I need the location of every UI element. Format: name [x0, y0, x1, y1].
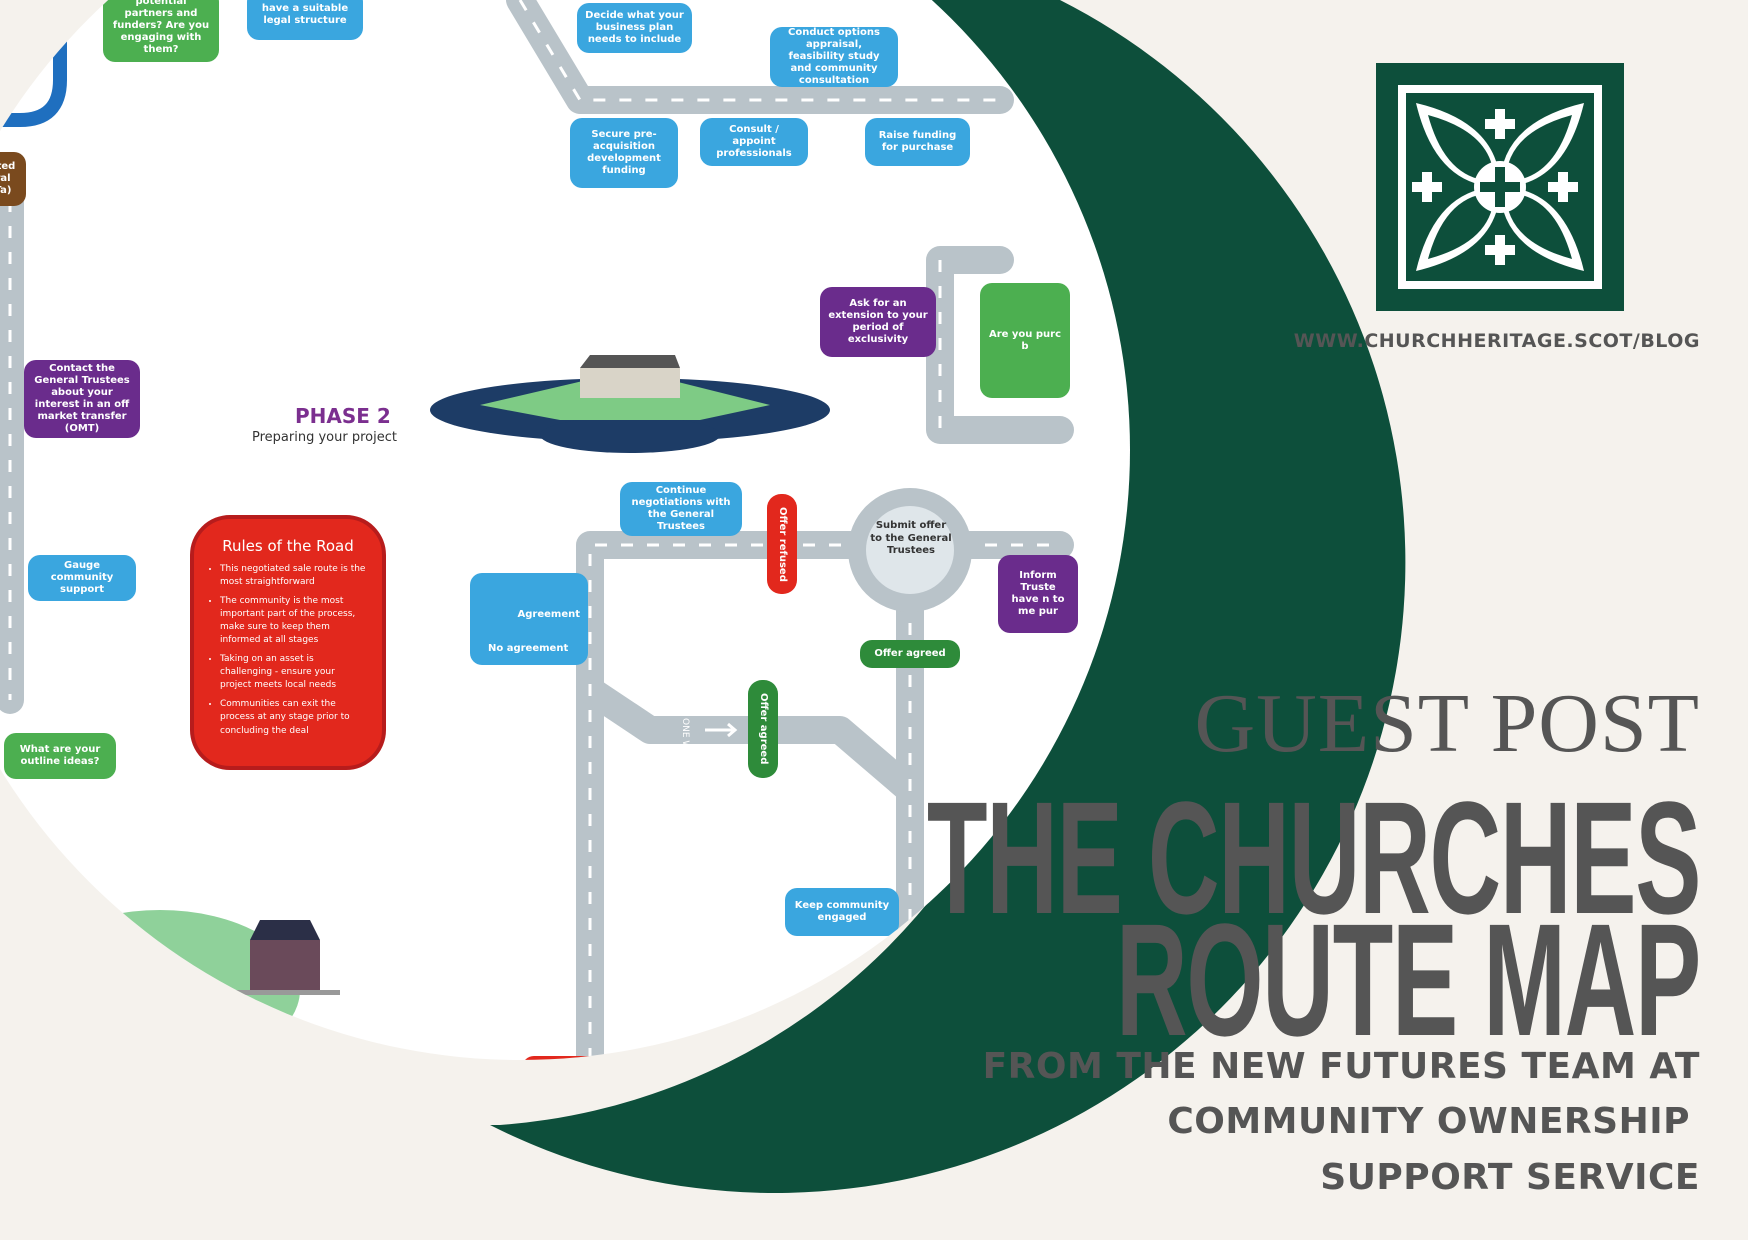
agreement-junction-box: Agreement No agreement	[470, 573, 588, 665]
continue-negotiations-box: Continue negotiations with the General T…	[620, 482, 742, 536]
submit-offer-label: Submit offer to the General Trustees	[870, 520, 952, 556]
rules-item: Communities can exit the process at any …	[220, 698, 368, 737]
raise-funding-box: Raise funding for purchase	[865, 118, 970, 166]
rules-title: Rules of the Road	[222, 537, 354, 555]
are-you-box: Are you purc b	[980, 283, 1070, 398]
offer-refused-sign: Offer refused	[767, 494, 797, 594]
no-agreement-label: No agreement	[488, 643, 569, 654]
headline-title-line-1: THE CHURCHES	[926, 768, 1701, 947]
site-url[interactable]: WWW.CHURCHHERITAGE.SCOT/BLOG	[1293, 330, 1700, 352]
subtitle-line-1: FROM THE NEW FUTURES TEAM AT	[982, 1046, 1700, 1087]
phase2-title: PHASE 2	[295, 404, 391, 428]
agreement-label: Agreement	[517, 609, 581, 620]
trustees-fragment-box: sted ral Ta)	[0, 152, 26, 206]
green-crescent	[490, 0, 1406, 1193]
phase2-subtitle: Preparing your project	[252, 430, 397, 445]
church-heritage-logo	[1376, 63, 1624, 311]
rules-list: This negotiated sale route is the most s…	[208, 563, 368, 738]
keep-engaged-box: Keep community engaged	[785, 888, 899, 936]
consult-professionals-box: Consult / appoint professionals	[700, 118, 808, 166]
subtitle-line-2: COMMUNITY OWNERSHIP	[1167, 1101, 1690, 1142]
rules-item: The community is the most important part…	[220, 595, 368, 647]
headline-title-line-2: ROUTE MAP	[1115, 890, 1701, 1069]
offer-agreed-sign: Offer agreed	[860, 640, 960, 668]
offer-agreed-vertical-sign: Offer agreed	[748, 680, 778, 778]
contact-general-trustees-box: Contact the General Trustees about your …	[24, 360, 140, 438]
business-plan-box: Decide what your business plan needs to …	[577, 3, 692, 53]
inform-trustees-box: Inform Truste have n to me pur	[998, 555, 1078, 633]
options-appraisal-box: Conduct options appraisal, feasibility s…	[770, 27, 898, 87]
rules-of-the-road-panel: Rules of the Road This negotiated sale r…	[190, 515, 386, 770]
church-heritage-tile-icon	[1398, 85, 1602, 289]
subtitle-line-3: SUPPORT SERVICE	[1320, 1157, 1700, 1198]
church-building	[580, 368, 680, 398]
guest-post-kicker: GUEST POST	[1194, 677, 1700, 770]
one-way-label: ONE WAY	[680, 718, 690, 760]
rules-item: Taking on an asset is challenging - ensu…	[220, 653, 368, 692]
rules-item: This negotiated sale route is the most s…	[220, 563, 368, 589]
extension-box: Ask for an extension to your period of e…	[820, 287, 936, 357]
partners-box: potential partners and funders? Are you …	[103, 0, 219, 62]
legal-structure-box: have a suitable legal structure	[247, 0, 363, 40]
outline-ideas-box: What are your outline ideas?	[4, 733, 116, 779]
secure-funding-box: Secure pre-acquisition development fundi…	[570, 118, 678, 188]
gauge-support-box: Gauge community support	[28, 555, 136, 601]
